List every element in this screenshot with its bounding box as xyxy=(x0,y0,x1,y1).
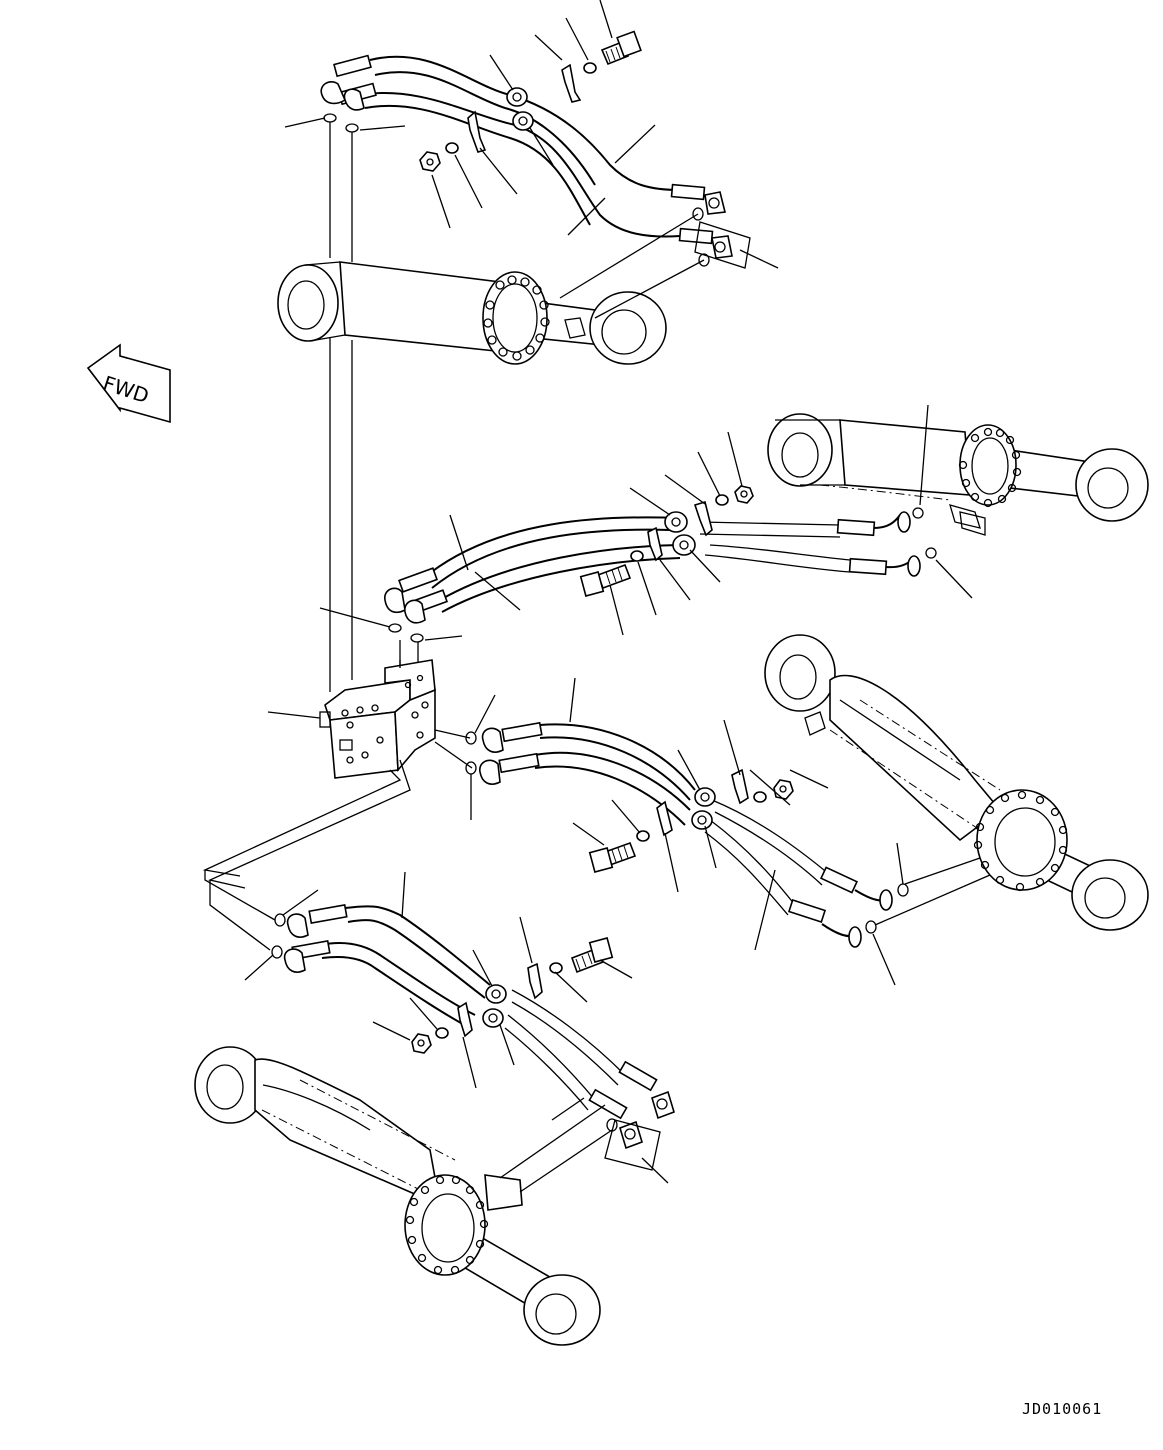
clamp-middle xyxy=(579,485,754,597)
hose-fitting-top xyxy=(320,54,751,269)
pipe-to-valve xyxy=(329,122,353,692)
hose-lower-right xyxy=(534,723,831,916)
hose-middle xyxy=(429,516,851,613)
cylinder-middle-right xyxy=(767,413,1149,529)
hose-fitting-bottom-left xyxy=(283,904,675,1171)
hose-top-upper xyxy=(359,55,681,238)
drawing-id: JD010061 xyxy=(1022,1400,1103,1418)
o-ring-middle xyxy=(388,623,424,643)
hose-fitting-middle xyxy=(384,507,986,624)
clamp-top xyxy=(419,30,642,172)
fwd-arrow-icon: FWD xyxy=(86,343,171,424)
leader-lines-bottom-left xyxy=(244,871,669,1184)
o-ring-bottom-left xyxy=(271,913,618,1132)
valve-connections xyxy=(202,640,473,951)
leader-lines-lower-right xyxy=(470,677,904,986)
hose-bottom-left xyxy=(319,905,626,1111)
hose-fitting-lower-right xyxy=(479,721,893,948)
cylinder-top xyxy=(277,261,667,365)
clamp-bottom-left xyxy=(411,937,614,1054)
leader-lines-middle xyxy=(319,404,973,670)
leader-lines-top xyxy=(284,0,779,319)
valve-block xyxy=(319,659,436,779)
cylinder-bottom-left xyxy=(194,1046,613,1346)
cylinder-right-lower xyxy=(764,634,1149,931)
clamp-lower-right xyxy=(588,768,794,873)
